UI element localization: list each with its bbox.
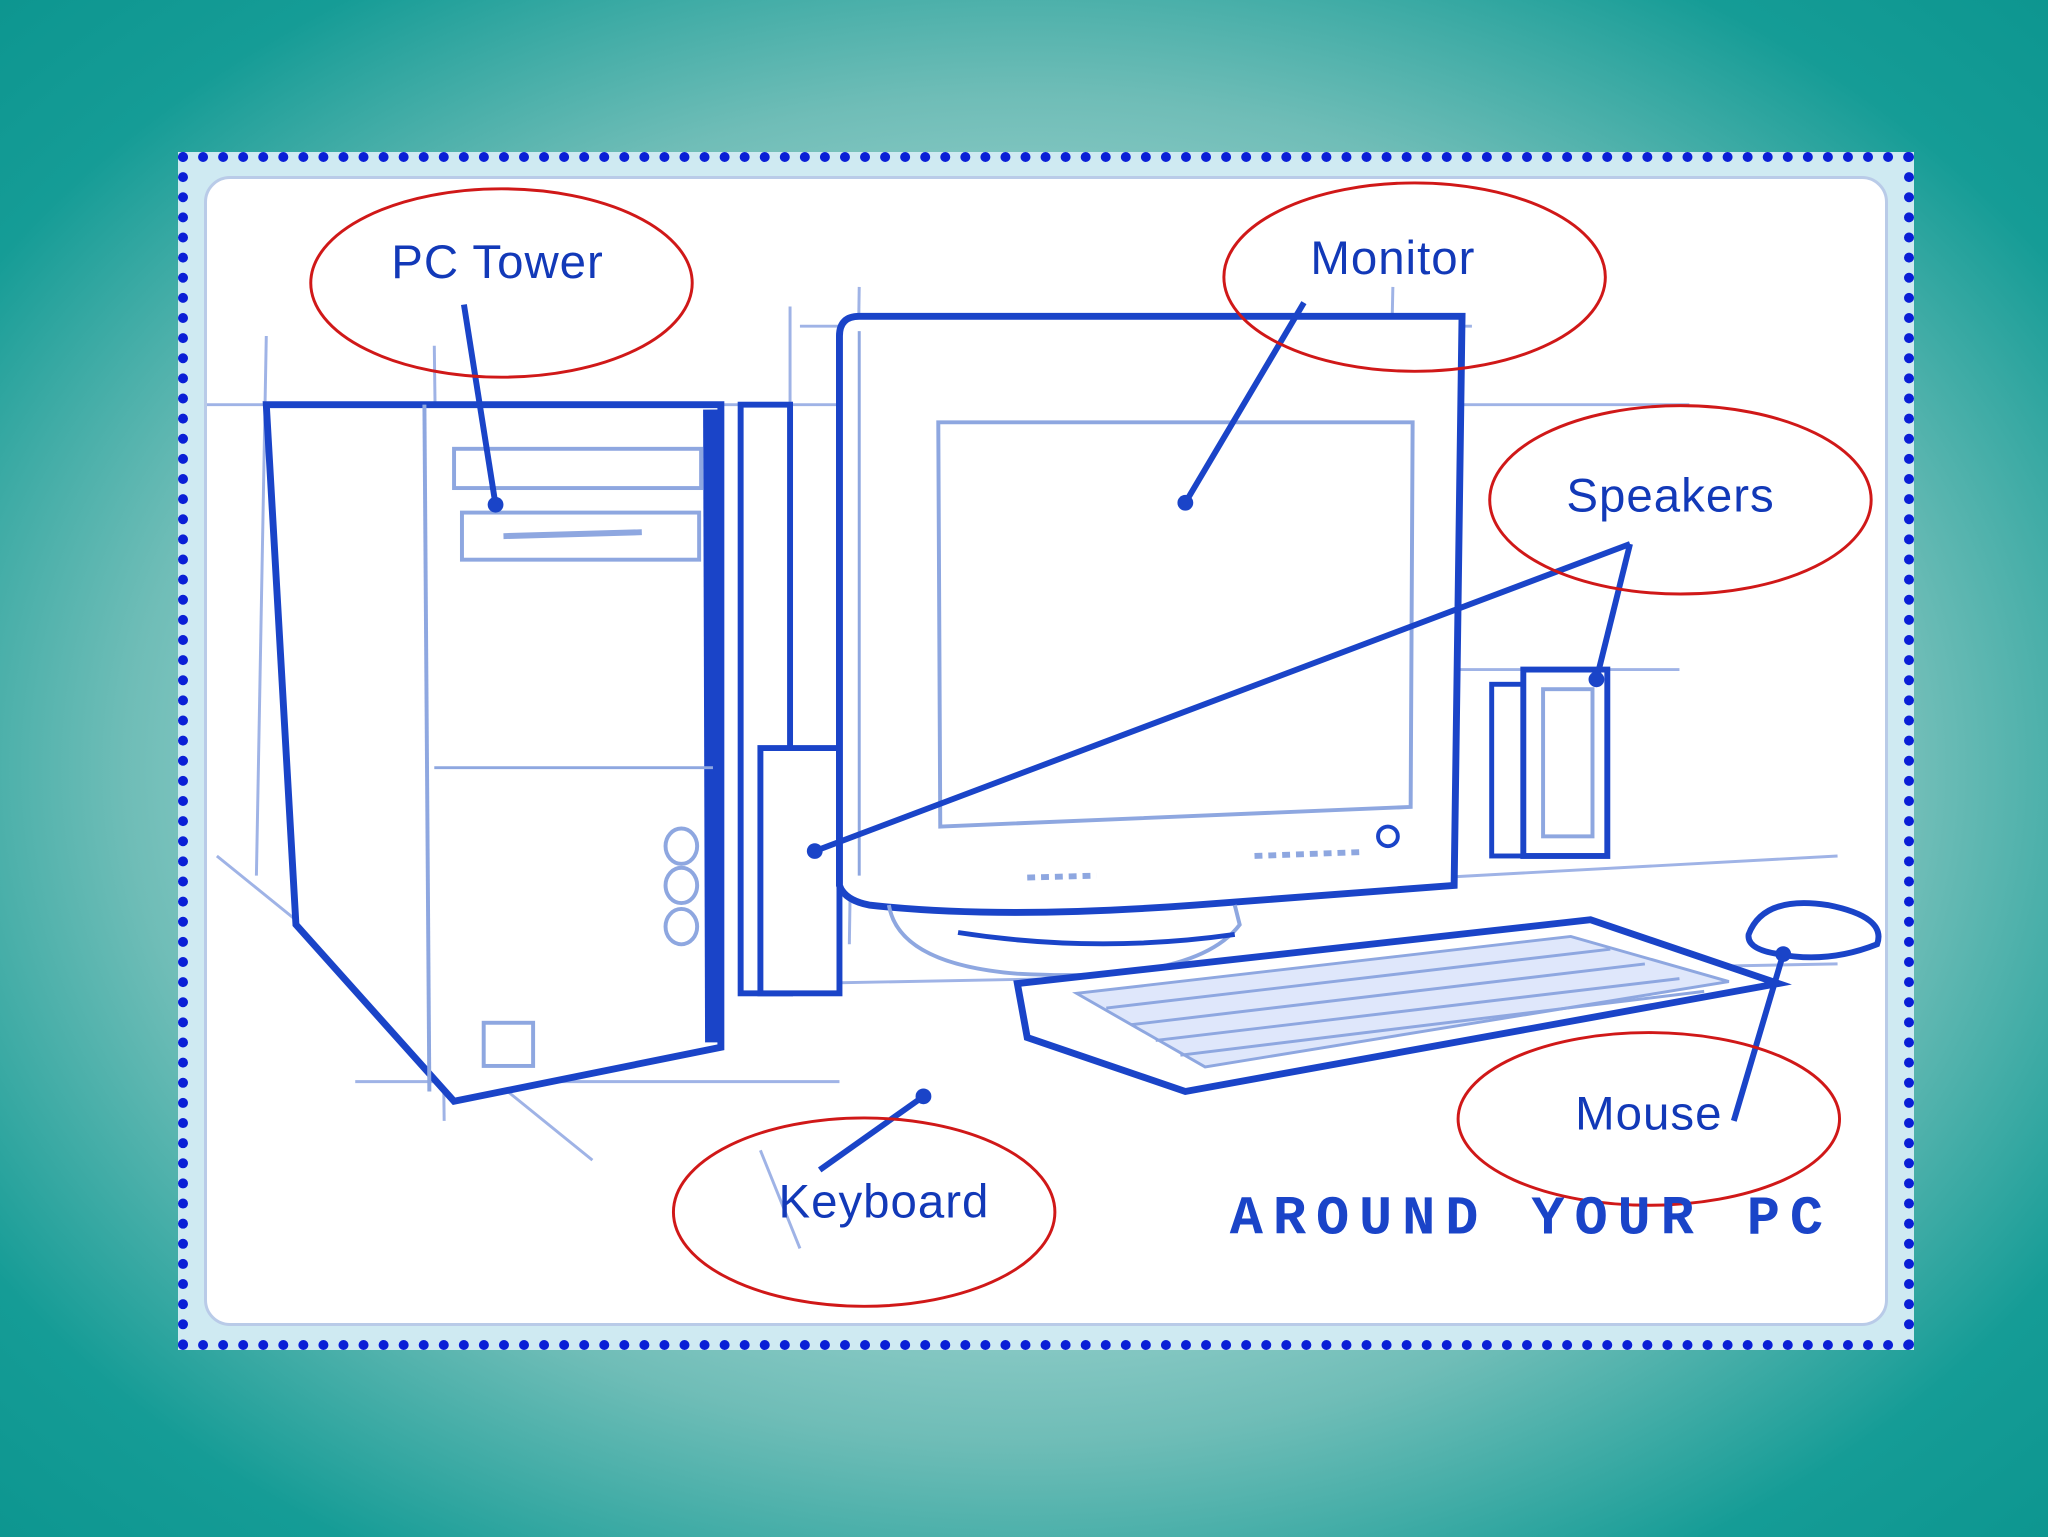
diagram-card: PC Tower Monitor Speakers Keyboard Mouse… — [204, 176, 1888, 1326]
pc-tower-label: PC Tower — [391, 236, 604, 289]
pc-tower-drawing — [262, 401, 725, 1106]
keyboard-callout-ellipse — [671, 1116, 1057, 1308]
caption-title: AROUND YOUR PC — [1230, 1188, 1833, 1251]
monitor-label: Monitor — [1310, 232, 1475, 285]
keyboard-drawing — [1013, 916, 1792, 1095]
mouse-callout-ellipse — [1456, 1031, 1842, 1207]
speaker-drawing — [1489, 666, 1611, 859]
pc-sketch-diagram: PC Tower Monitor Speakers Keyboard Mouse… — [207, 181, 1882, 1308]
dotted-frame: PC Tower Monitor Speakers Keyboard Mouse… — [178, 152, 1914, 1350]
pointer-dots — [487, 494, 1792, 1105]
pointer-lines — [461, 301, 1787, 1173]
mouse-label: Mouse — [1575, 1088, 1722, 1141]
monitor-drawing — [836, 312, 1466, 978]
keyboard-label: Keyboard — [778, 1176, 989, 1229]
monitor-callout-ellipse — [1222, 181, 1607, 373]
pc-tower-callout-ellipse — [309, 187, 694, 379]
mouse-drawing — [1745, 900, 1882, 961]
speakers-label: Speakers — [1566, 469, 1774, 522]
side-panel-drawing — [737, 401, 843, 997]
speakers-callout-ellipse — [1488, 404, 1873, 596]
